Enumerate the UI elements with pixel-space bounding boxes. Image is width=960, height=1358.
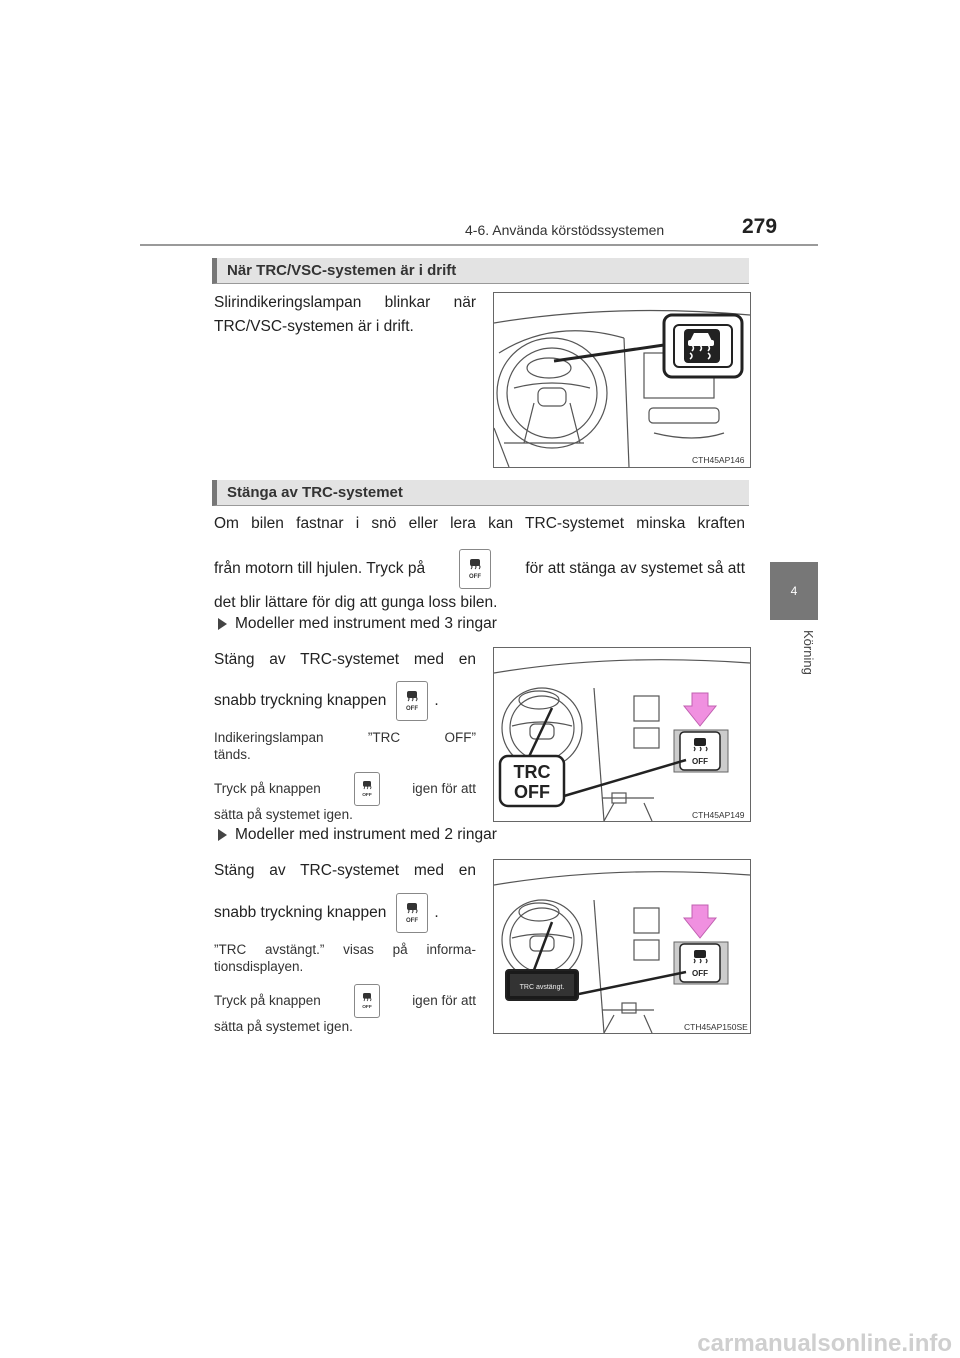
section2-intro-line2a: från motorn till hjulen. Tryck på: [214, 560, 426, 577]
model-a-note2-line2: sätta på systemet igen.: [214, 807, 353, 822]
chapter-tab-number: 4: [790, 584, 798, 598]
button-icon-off-text: OFF: [692, 757, 708, 766]
button-icon-off-text: OFF: [362, 1004, 372, 1010]
model-b-line2: snabb tryckning knappen OFF .: [214, 893, 476, 933]
model-a-line2-text: snabb tryckning knappen: [214, 692, 387, 709]
chapter-tab-label: Körning: [801, 630, 816, 675]
model-b-note2: Tryck på knappen OFF igen för att: [214, 984, 476, 1018]
model-b-note2-line2: sätta på systemet igen.: [214, 1019, 353, 1034]
model-a-line2: snabb tryckning knappen OFF .: [214, 681, 476, 721]
chapter-tab: 4: [770, 562, 818, 620]
trc-off-button-icon: OFF: [353, 772, 380, 806]
chapter-title: 4-6. Använda körstödssystemen: [465, 222, 665, 238]
model-b-line1: Stäng av TRC-systemet med en: [214, 862, 476, 879]
model-a-note2: Tryck på knappen OFF igen för att: [214, 772, 476, 806]
pink-arrow-icon: [682, 692, 718, 727]
model-a-line2-end: .: [434, 692, 439, 709]
button-icon-off-text: OFF: [692, 969, 708, 978]
model-a-note1-line2: tänds.: [214, 747, 251, 762]
page-number: 279: [742, 215, 778, 238]
button-icon-off-text: OFF: [406, 918, 418, 924]
button-icon-off-text: OFF: [406, 706, 418, 712]
bullet-triangle-icon: [218, 828, 227, 841]
model-a-heading: Modeller med instrument med 3 ringar: [218, 615, 497, 633]
model-b-note2-b: igen för att: [412, 993, 476, 1008]
trc-off-button-icon: OFF: [396, 893, 429, 933]
bullet-triangle-icon: [218, 617, 227, 630]
trc-off-button-icon: OFF: [353, 984, 380, 1018]
model-b-line2-text: snabb tryckning knappen: [214, 904, 387, 921]
model-b-line2-end: .: [434, 904, 439, 921]
button-icon-off-text: OFF: [362, 792, 372, 798]
section2-intro-line1: Om bilen fastnar i snö eller lera kan TR…: [214, 515, 745, 532]
model-a-note2-a: Tryck på knappen: [214, 781, 321, 796]
info-display-text: TRC avstängt.: [520, 984, 565, 991]
dashboard-illustration-3: OFF TRC avstängt.: [493, 871, 751, 1034]
model-a-note2-b: igen för att: [412, 781, 476, 796]
model-b-note1-line2: tionsdisplayen.: [214, 959, 304, 974]
section-heading-trc-off: Stänga av TRC-systemet: [212, 480, 749, 506]
figure-code: CTH45AP146: [692, 455, 745, 465]
trc-off-button-icon: OFF: [396, 681, 429, 721]
section1-text-line1: Slirindikeringslampan blinkar när: [214, 294, 476, 311]
model-b-heading-text: Modeller med instrument med 2 ringar: [235, 826, 497, 843]
figure-trc-off-2-ring: OFF TRC avstängt. CTH45AP150SE: [493, 859, 751, 1034]
section2-intro-line3: det blir lättare för dig att gunga loss …: [214, 594, 498, 611]
dashboard-illustration-1: [493, 309, 751, 468]
figure-slip-indicator: CTH45AP146: [493, 292, 751, 468]
model-a-heading-text: Modeller med instrument med 3 ringar: [235, 615, 497, 632]
dashboard-illustration-2: OFF TRC OFF: [493, 659, 751, 822]
callout-off-text: OFF: [514, 782, 550, 802]
trc-off-button-icon: OFF: [459, 549, 492, 589]
section2-intro-line2: från motorn till hjulen. Tryck på OFF fö…: [214, 549, 745, 589]
callout-trc-text: TRC: [514, 762, 551, 782]
model-a-note1-line1: Indikeringslampan ”TRC OFF”: [214, 730, 476, 745]
model-b-note1-line1: ”TRC avstängt.” visas på informa-: [214, 942, 476, 957]
figure-trc-off-3-ring: OFF TRC OFF CTH45AP149: [493, 647, 751, 822]
button-icon-off-text: OFF: [469, 574, 481, 580]
section1-text-line2: TRC/VSC-systemen är i drift.: [214, 318, 414, 335]
section-heading-trc-vsc-active: När TRC/VSC-systemen är i drift: [212, 258, 749, 284]
model-a-line1: Stäng av TRC-systemet med en: [214, 651, 476, 668]
watermark: carmanualsonline.info: [697, 1330, 952, 1357]
figure-code: CTH45AP149: [692, 810, 745, 820]
header-divider: [140, 244, 818, 246]
model-b-note2-a: Tryck på knappen: [214, 993, 321, 1008]
model-b-heading: Modeller med instrument med 2 ringar: [218, 826, 497, 844]
figure-code: CTH45AP150SE: [684, 1022, 748, 1032]
section2-intro-line2b: för att stänga av systemet så att: [525, 560, 745, 577]
pink-arrow-icon: [682, 904, 718, 939]
